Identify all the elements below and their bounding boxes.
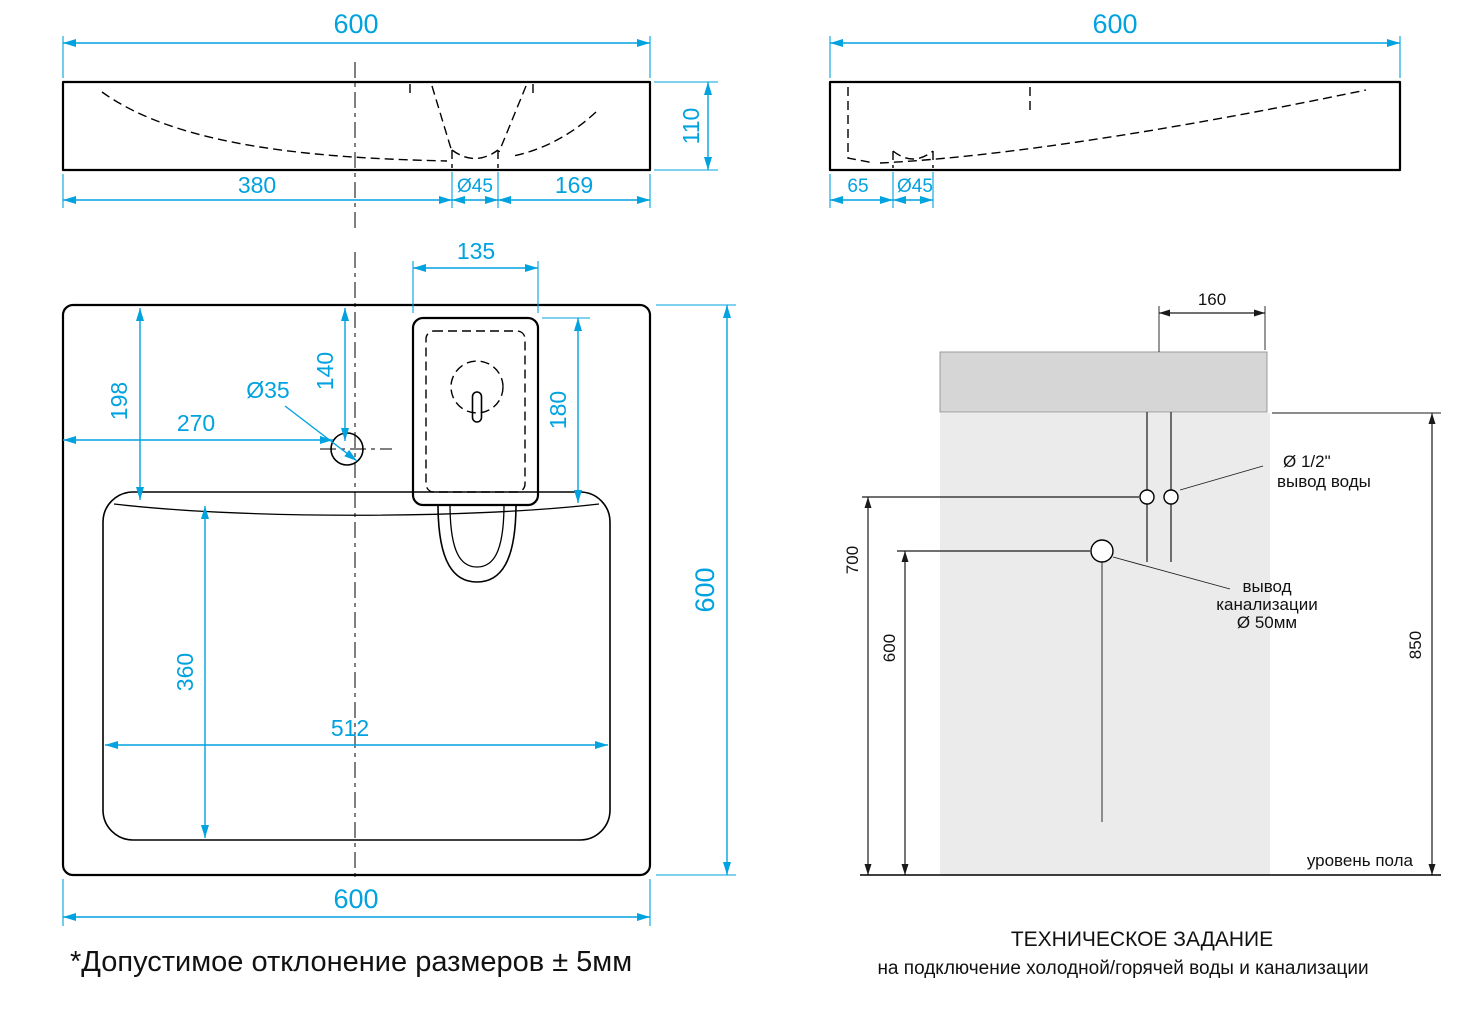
leader-water xyxy=(1179,465,1264,491)
water-label-line2: вывод воды xyxy=(1277,472,1371,491)
overflow-tongue-outer xyxy=(437,503,517,583)
basin-profile-left-dashed xyxy=(101,91,448,162)
dim-600-install: 600 xyxy=(880,634,899,662)
dim-700: 700 xyxy=(843,546,862,574)
dim-600-side-top: 600 xyxy=(1092,9,1137,39)
installation-title: ТЕХНИЧЕСКОЕ ЗАДАНИЕ xyxy=(1011,928,1273,951)
dim-d45-front: Ø45 xyxy=(457,176,493,197)
basin-inner-outline xyxy=(102,491,611,841)
countertop xyxy=(939,351,1268,413)
faucet-slot xyxy=(471,391,483,423)
faucet-box-inner-dashed xyxy=(425,330,526,493)
dim-198: 198 xyxy=(106,382,132,420)
overflow-tongue-inner xyxy=(449,503,505,568)
dim-600-front-top: 600 xyxy=(333,9,378,39)
dim-d35-label: Ø35 xyxy=(246,377,289,403)
dim-380: 380 xyxy=(238,172,276,198)
faucet-hole-dashed-circle xyxy=(450,360,504,414)
water-pipes xyxy=(1146,412,1172,562)
dim-360: 360 xyxy=(172,653,198,691)
floor-label: уровень пола xyxy=(1307,851,1414,870)
dim-600-depth: 600 xyxy=(690,567,720,612)
dim-d45-side: Ø45 xyxy=(897,176,933,197)
dim-135: 135 xyxy=(457,238,495,264)
dim-110-height: 110 xyxy=(678,108,704,145)
water-outlet-left xyxy=(1139,489,1155,505)
dim-270: 270 xyxy=(177,410,215,436)
basin-bottom-slope-dashed xyxy=(879,89,1367,164)
ext-line xyxy=(656,304,736,876)
dim-180: 180 xyxy=(545,391,571,429)
faucet-box-dashed-right xyxy=(498,85,527,153)
dim-169: 169 xyxy=(555,172,593,198)
dim-140: 140 xyxy=(312,352,338,390)
leader-drain xyxy=(1112,556,1231,590)
drain-outlet xyxy=(1090,539,1114,563)
water-label-line1: Ø 1/2" xyxy=(1283,452,1331,471)
leader-d35 xyxy=(284,405,358,462)
dim-600-width-bottom: 600 xyxy=(333,884,378,914)
drain-side-dashed xyxy=(892,150,934,168)
installation-diagram: Ø 1/2" вывод воды вывод канализации Ø 50… xyxy=(843,290,1441,979)
dim-160: 160 xyxy=(1198,290,1226,309)
water-outlet-right xyxy=(1163,489,1179,505)
tolerance-note: *Допустимое отклонение размеров ± 5мм xyxy=(70,946,632,978)
side-view: 600 65 Ø45 xyxy=(828,9,1402,208)
front-view: 600 110 380 Ø45 169 xyxy=(61,9,718,232)
sink-front-outline xyxy=(61,80,652,172)
sink-top-outline xyxy=(61,303,652,877)
faucet-box-dashed-left xyxy=(431,85,453,153)
ext-line xyxy=(62,172,651,208)
drain-label-line1: вывод xyxy=(1242,577,1291,596)
top-view: 135 140 198 Ø35 270 180 360 512 600 600 xyxy=(61,238,736,926)
dim-512: 512 xyxy=(331,715,369,741)
sink-side-outline xyxy=(828,80,1402,172)
drain-label-line2: канализации xyxy=(1216,595,1318,614)
basin-side-wall-dashed xyxy=(847,87,875,164)
drain-dashed-arc xyxy=(451,149,499,160)
faucet-box-outer xyxy=(411,316,540,507)
basin-profile-right-dashed xyxy=(512,111,597,157)
drain-label-line3: Ø 50мм xyxy=(1237,613,1297,632)
dim-850: 850 xyxy=(1406,631,1425,659)
dim-65: 65 xyxy=(847,176,868,197)
wall-area xyxy=(940,413,1270,875)
installation-subtitle: на подключение холодной/горячей воды и к… xyxy=(877,958,1368,979)
